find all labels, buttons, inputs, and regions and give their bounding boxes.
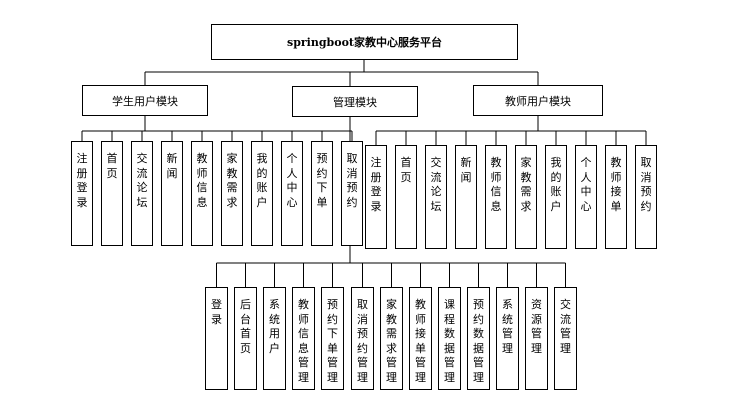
item-label: 家教需求 (520, 156, 532, 213)
item-label: 教师信息 (196, 152, 208, 209)
item-label: 新闻 (460, 156, 472, 184)
admin-item-system-manage: 系统管理 (496, 287, 519, 390)
item-label: 首页 (106, 152, 118, 180)
admin-item-system-user: 系统用户 (263, 287, 286, 390)
admin-item-booking-data-manage: 预约数据管理 (467, 287, 490, 390)
teacher-item-tutoring-demand: 家教需求 (515, 145, 537, 249)
admin-item-book-order-manage: 预约下单管理 (321, 287, 344, 390)
student-item-tutoring-demand: 家教需求 (221, 141, 243, 246)
item-label: 交流管理 (560, 298, 571, 355)
item-label: 取消预约 (640, 156, 652, 213)
admin-item-forum-manage: 交流管理 (554, 287, 577, 390)
student-item-register-login: 注册登录 (71, 141, 93, 246)
module-admin: 管理模块 (292, 86, 418, 117)
item-label: 教师接单 (610, 156, 622, 213)
item-label: 取消预约管理 (357, 298, 368, 384)
root-node: springboot家教中心服务平台 (211, 24, 518, 60)
item-label: 家教需求管理 (386, 298, 397, 384)
item-label: 我的账户 (550, 156, 562, 213)
teacher-item-home: 首页 (395, 145, 417, 249)
teacher-item-personal-center: 个人中心 (575, 145, 597, 249)
admin-item-tutoring-demand-manage: 家教需求管理 (380, 287, 403, 390)
teacher-item-teacher-info: 教师信息 (485, 145, 507, 249)
item-label: 我的账户 (256, 152, 268, 209)
item-label: 首页 (400, 156, 412, 184)
item-label: 教师接单管理 (415, 298, 426, 384)
item-label: 系统用户 (269, 298, 280, 355)
item-label: 新闻 (166, 152, 178, 180)
teacher-item-my-account: 我的账户 (545, 145, 567, 249)
teacher-item-forum: 交流论坛 (425, 145, 447, 249)
item-label: 个人中心 (286, 152, 298, 209)
admin-item-resource-manage: 资源管理 (525, 287, 548, 390)
item-label: 预约下单 (316, 152, 328, 209)
teacher-item-teacher-accept: 教师接单 (605, 145, 627, 249)
module-student: 学生用户模块 (82, 85, 208, 116)
item-label: 预约数据管理 (473, 298, 484, 384)
admin-item-admin-home: 后台首页 (234, 287, 257, 390)
item-label: 课程数据管理 (444, 298, 455, 384)
student-item-teacher-info: 教师信息 (191, 141, 213, 246)
admin-item-login: 登录 (205, 287, 228, 390)
item-label: 教师信息 (490, 156, 502, 213)
student-item-personal-center: 个人中心 (281, 141, 303, 246)
teacher-item-news: 新闻 (455, 145, 477, 249)
item-label: 注册登录 (370, 156, 382, 213)
student-item-forum: 交流论坛 (131, 141, 153, 246)
item-label: 交流论坛 (136, 152, 148, 209)
item-label: 系统管理 (502, 298, 513, 355)
item-label: 预约下单管理 (327, 298, 338, 384)
admin-item-course-data-manage: 课程数据管理 (438, 287, 461, 390)
item-label: 后台首页 (240, 298, 251, 355)
admin-item-teacher-accept-manage: 教师接单管理 (409, 287, 432, 390)
student-item-news: 新闻 (161, 141, 183, 246)
module-teacher: 教师用户模块 (473, 85, 603, 116)
item-label: 取消预约 (346, 152, 358, 209)
item-label: 交流论坛 (430, 156, 442, 213)
item-label: 资源管理 (531, 298, 542, 355)
teacher-item-register-login: 注册登录 (365, 145, 387, 249)
item-label: 注册登录 (76, 152, 88, 209)
item-label: 登录 (211, 298, 222, 326)
student-item-book-order: 预约下单 (311, 141, 333, 246)
item-label: 个人中心 (580, 156, 592, 213)
teacher-item-cancel-booking: 取消预约 (635, 145, 657, 249)
student-item-cancel-booking: 取消预约 (341, 141, 363, 246)
student-item-home: 首页 (101, 141, 123, 246)
admin-item-cancel-booking-manage: 取消预约管理 (351, 287, 374, 390)
student-item-my-account: 我的账户 (251, 141, 273, 246)
admin-item-teacher-info-manage: 教师信息管理 (292, 287, 315, 390)
item-label: 教师信息管理 (298, 298, 309, 384)
item-label: 家教需求 (226, 152, 238, 209)
